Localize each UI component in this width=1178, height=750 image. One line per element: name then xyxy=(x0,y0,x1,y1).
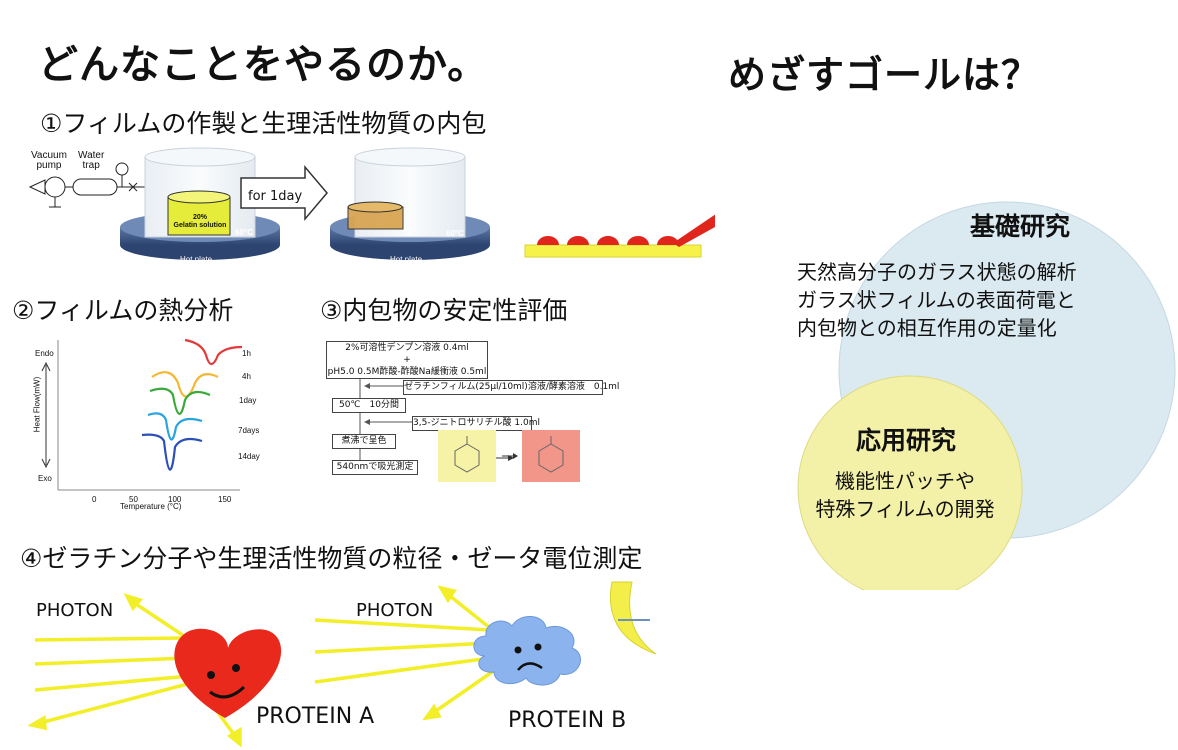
curve-label-1h: 1h xyxy=(242,349,251,358)
temperature-label-1: 60°C xyxy=(235,228,253,237)
thermal-analysis-chart xyxy=(41,338,243,491)
reaction-structures xyxy=(438,430,580,482)
temperature-label-2: 60°C xyxy=(446,229,464,238)
vacuum-pump-icon xyxy=(28,176,66,208)
protein-b-cloud-icon xyxy=(473,616,582,686)
water-trap-icon xyxy=(72,178,118,196)
section-4-heading: ④ゼラチン分子や生理活性物質の粒径・ゼータ電位測定 xyxy=(20,544,643,573)
pipette-icon xyxy=(673,214,715,247)
assay-step-4: 540nmで吸光測定 xyxy=(332,460,418,475)
hot-plate-label-2: Hot plate xyxy=(390,255,423,264)
exo-label: Exo xyxy=(38,474,52,483)
curve-label-14day: 14day xyxy=(238,452,260,461)
protein-a-heart-icon xyxy=(174,628,282,718)
section-3-heading: ③内包物の安定性評価 xyxy=(320,296,568,325)
endo-label: Endo xyxy=(35,349,54,358)
assay-step-3: 煮沸で呈色 xyxy=(332,434,396,449)
thermal-xlabel: Temperature (°C) xyxy=(120,502,182,511)
section-2-heading: ②フィルムの熱分析 xyxy=(12,296,234,325)
right-title: めざすゴールは？ xyxy=(728,53,1041,97)
curve-label-4h: 4h xyxy=(242,372,251,381)
curve-label-1day: 1day xyxy=(239,396,257,405)
process-arrow-icon xyxy=(240,164,328,222)
tick-50: 50 xyxy=(129,495,138,504)
photon-label-1: PHOTON xyxy=(36,600,114,621)
hot-plate-label-1: Hot plate xyxy=(180,255,213,264)
curve-label-7days: 7days xyxy=(238,426,260,435)
assay-step-1: 2%可溶性デンプン溶液 0.4ml+pH5.0 0.5M酢酸-酢酸Na緩衝液 0… xyxy=(326,341,488,379)
photon-label-2: PHOTON xyxy=(356,600,434,621)
moon-icon xyxy=(609,581,657,655)
protein-b-label: PROTEIN B xyxy=(508,708,627,733)
goal-circles xyxy=(797,201,1176,590)
tick-100: 100 xyxy=(168,495,182,504)
left-title: どんなことをやるのか。 xyxy=(38,42,489,88)
assay-add-1: ゼラチンフィルム(25μl/10ml)溶液/酵素溶液 0.1ml xyxy=(403,380,619,395)
gauge-icon xyxy=(115,162,129,176)
gelatin-solution-label: 20%Gelatin solution xyxy=(173,214,227,229)
protein-a-label: PROTEIN A xyxy=(256,704,375,729)
basic-research-text: 天然高分子のガラス状態の解析 ガラス状フィルムの表面荷電と 内包物との相互作用の… xyxy=(797,260,1077,340)
applied-research-title: 応用研究 xyxy=(856,426,957,455)
section-1-heading: ①フィルムの作製と生理活性物質の内包 xyxy=(40,109,487,138)
assay-add-2: 3,5-ジニトロサリチル酸 1.0ml xyxy=(412,416,540,431)
assay-step-2: 50℃ 10分間 xyxy=(332,398,406,413)
tick-150: 150 xyxy=(218,495,232,504)
film-prep-illustration xyxy=(28,147,715,260)
basic-research-title: 基礎研究 xyxy=(970,212,1071,241)
thermal-ylabel: Heat Flow(mW) xyxy=(32,376,42,433)
applied-research-text: 機能性パッチや 特殊フィルムの開発 xyxy=(815,469,995,521)
tick-0: 0 xyxy=(92,495,97,504)
scattering-illustration xyxy=(27,581,657,748)
arrow-label: for 1day xyxy=(248,189,303,204)
